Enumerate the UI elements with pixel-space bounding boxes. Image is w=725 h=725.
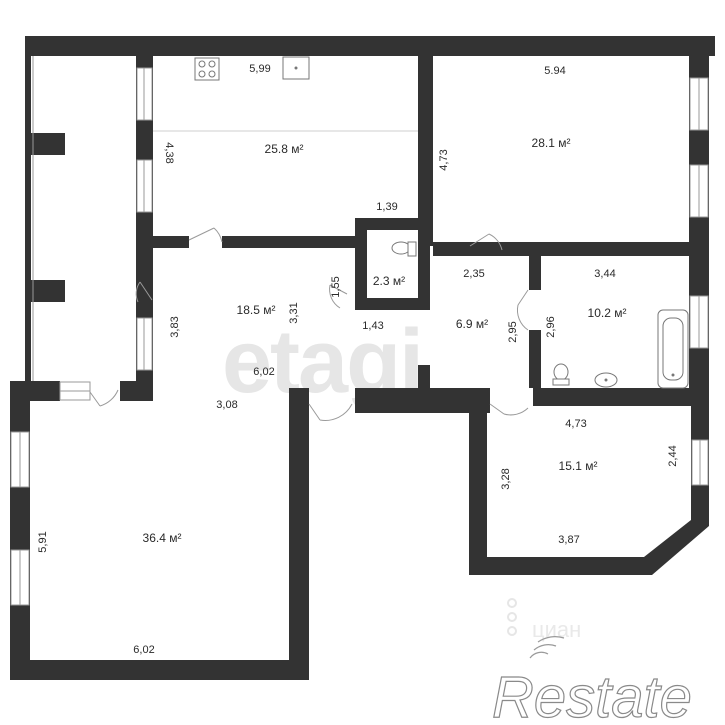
kitchen-width: 5,99: [249, 63, 270, 75]
corridor-area: 6.9 м²: [456, 317, 488, 331]
room-se-area: 15.1 м²: [559, 459, 598, 473]
room-sw-height: 5,91: [37, 531, 49, 552]
room-ne-height: 4,73: [438, 149, 450, 170]
room-hall: 3,83 18.5 м² 3,31 1,43 6,02 3,08: [169, 302, 384, 411]
hall-height: 3,83: [169, 316, 181, 337]
restate-watermark: Restate: [491, 636, 692, 725]
bath-height: 2,96: [545, 316, 557, 337]
windows: [10, 56, 709, 606]
room-se-height: 3,28: [500, 468, 512, 489]
svg-text:Restate: Restate: [492, 665, 692, 725]
room-ne-area: 28.1 м²: [532, 136, 571, 150]
room-corridor: 2,35 6.9 м² 2,95: [456, 268, 519, 343]
fixtures: [153, 56, 689, 389]
stove-icon: [194, 57, 220, 81]
cian-watermark: циан: [507, 598, 581, 642]
doors: [89, 227, 529, 421]
kitchen-height: 4,38: [163, 142, 175, 163]
room-ne: 5.94 28.1 м² 4,73: [438, 65, 570, 171]
kitchen-extra: 1,39: [376, 201, 397, 213]
room-kitchen: 5,99 25.8 м² 4,38 1,39: [163, 63, 398, 213]
room-sw-area: 36.4 м²: [143, 531, 182, 545]
room-se-width: 4,73: [565, 418, 586, 430]
room-se: 4,73 15.1 м² 3,28 2,44 3,87: [500, 418, 679, 546]
bathtub-icon: [657, 309, 689, 389]
toilet-icon: [391, 241, 417, 257]
room-sw-width: 6,02: [133, 644, 154, 656]
bath-toilet-icon: [552, 363, 570, 386]
room-wc: 2.3 м² 1,55: [330, 274, 405, 298]
bath-width: 3,44: [594, 268, 615, 280]
hall-inner-height: 3,31: [288, 302, 300, 323]
washbasin-icon: [594, 372, 618, 388]
hall-width: 6,02: [253, 366, 274, 378]
hall-passage: 3,08: [216, 399, 237, 411]
svg-text:циан: циан: [532, 617, 581, 642]
corridor-height: 2,95: [507, 321, 519, 342]
kitchen-area: 25.8 м²: [265, 142, 304, 156]
wc-area: 2.3 м²: [373, 274, 405, 288]
room-sw: 5,91 36.4 м² 6,02: [37, 531, 181, 656]
hall-step: 1,43: [362, 320, 383, 332]
bath-area: 10.2 м²: [588, 306, 627, 320]
room-ne-width: 5.94: [544, 65, 565, 77]
room-bath: 3,44 10.2 м² 2,96: [545, 268, 626, 338]
corridor-width: 2,35: [463, 268, 484, 280]
room-se-bottom: 3,87: [558, 534, 579, 546]
hall-area: 18.5 м²: [237, 303, 276, 317]
wc-height: 1,55: [330, 276, 342, 297]
room-se-right: 2,44: [667, 445, 679, 466]
